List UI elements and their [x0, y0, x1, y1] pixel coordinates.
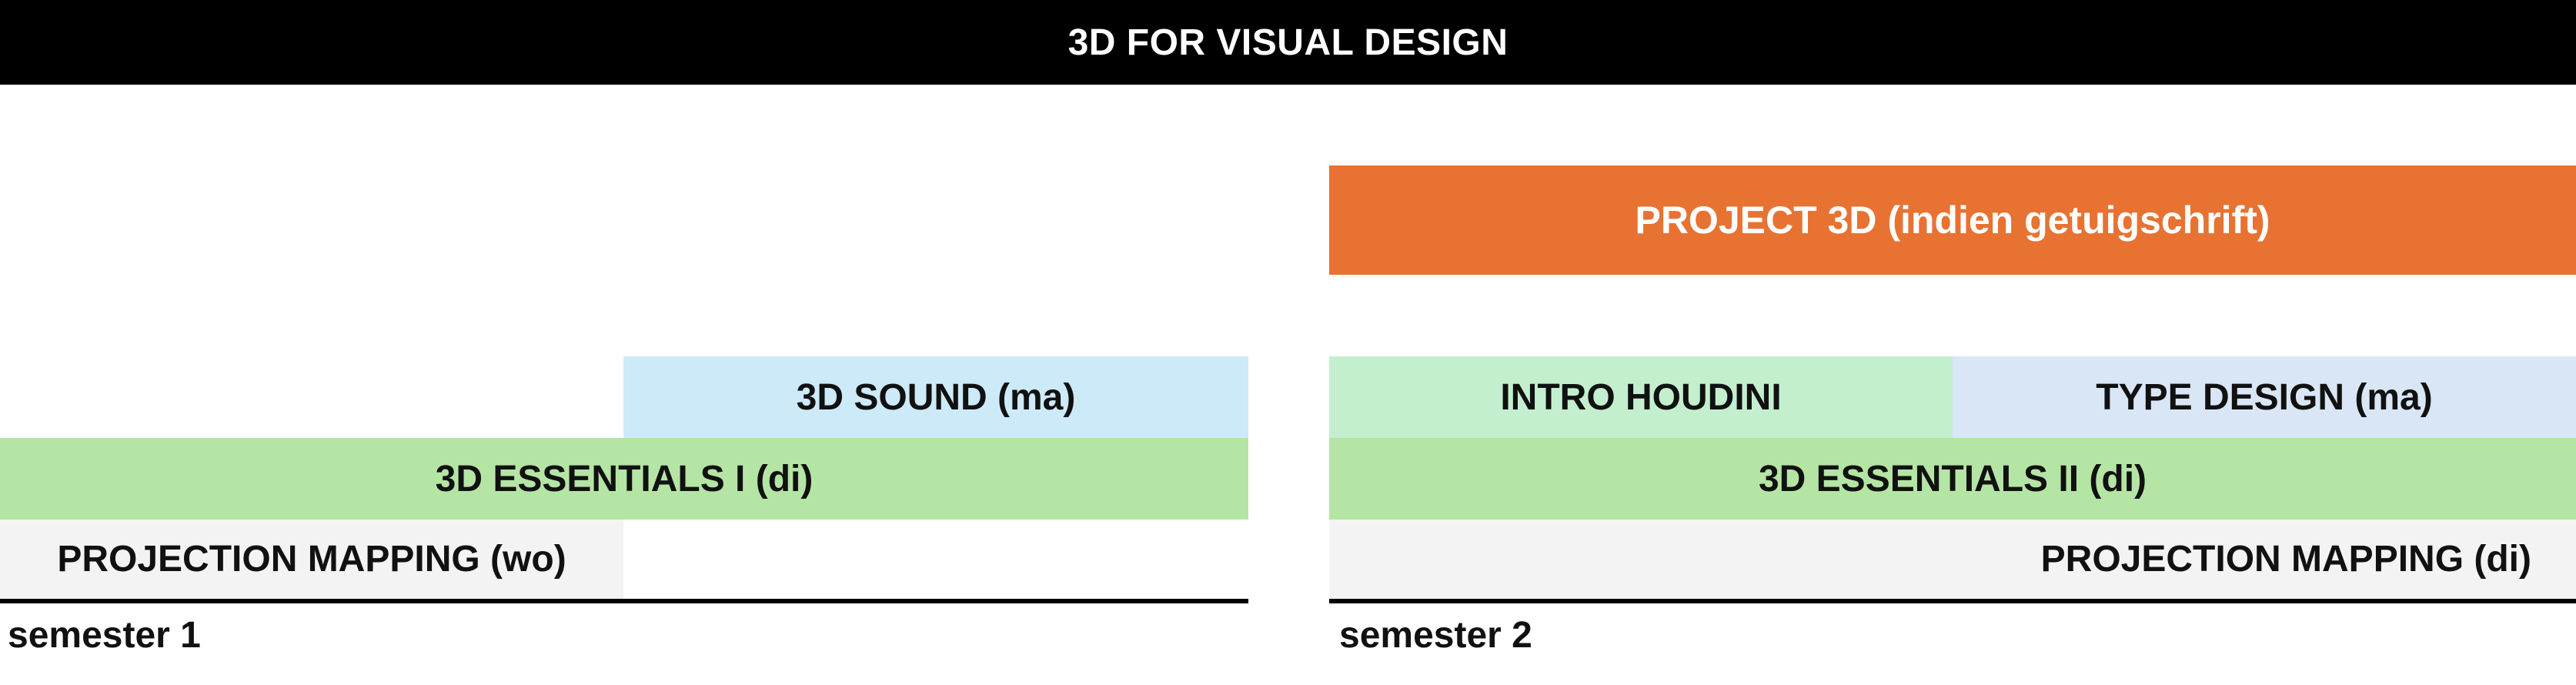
semester-1-baseline	[0, 599, 1248, 603]
course-projection-mapping-2: PROJECTION MAPPING (di)	[1329, 520, 2576, 599]
course-intro-houdini: INTRO HOUDINI	[1329, 356, 1953, 438]
semester-2-label: semester 2	[1339, 615, 1532, 656]
semester-2-baseline	[1329, 599, 2576, 603]
course-3d-essentials-1: 3D ESSENTIALS I (di)	[0, 438, 1248, 520]
page-title: 3D FOR VISUAL DESIGN	[0, 0, 2576, 85]
course-3d-sound: 3D SOUND (ma)	[623, 356, 1248, 438]
course-type-design: TYPE DESIGN (ma)	[1953, 356, 2576, 438]
course-project-3d: PROJECT 3D (indien getuigschrift)	[1329, 165, 2576, 275]
semester-1-label: semester 1	[8, 615, 201, 656]
course-3d-essentials-2: 3D ESSENTIALS II (di)	[1329, 438, 2576, 520]
course-projection-mapping-1: PROJECTION MAPPING (wo)	[0, 520, 623, 599]
